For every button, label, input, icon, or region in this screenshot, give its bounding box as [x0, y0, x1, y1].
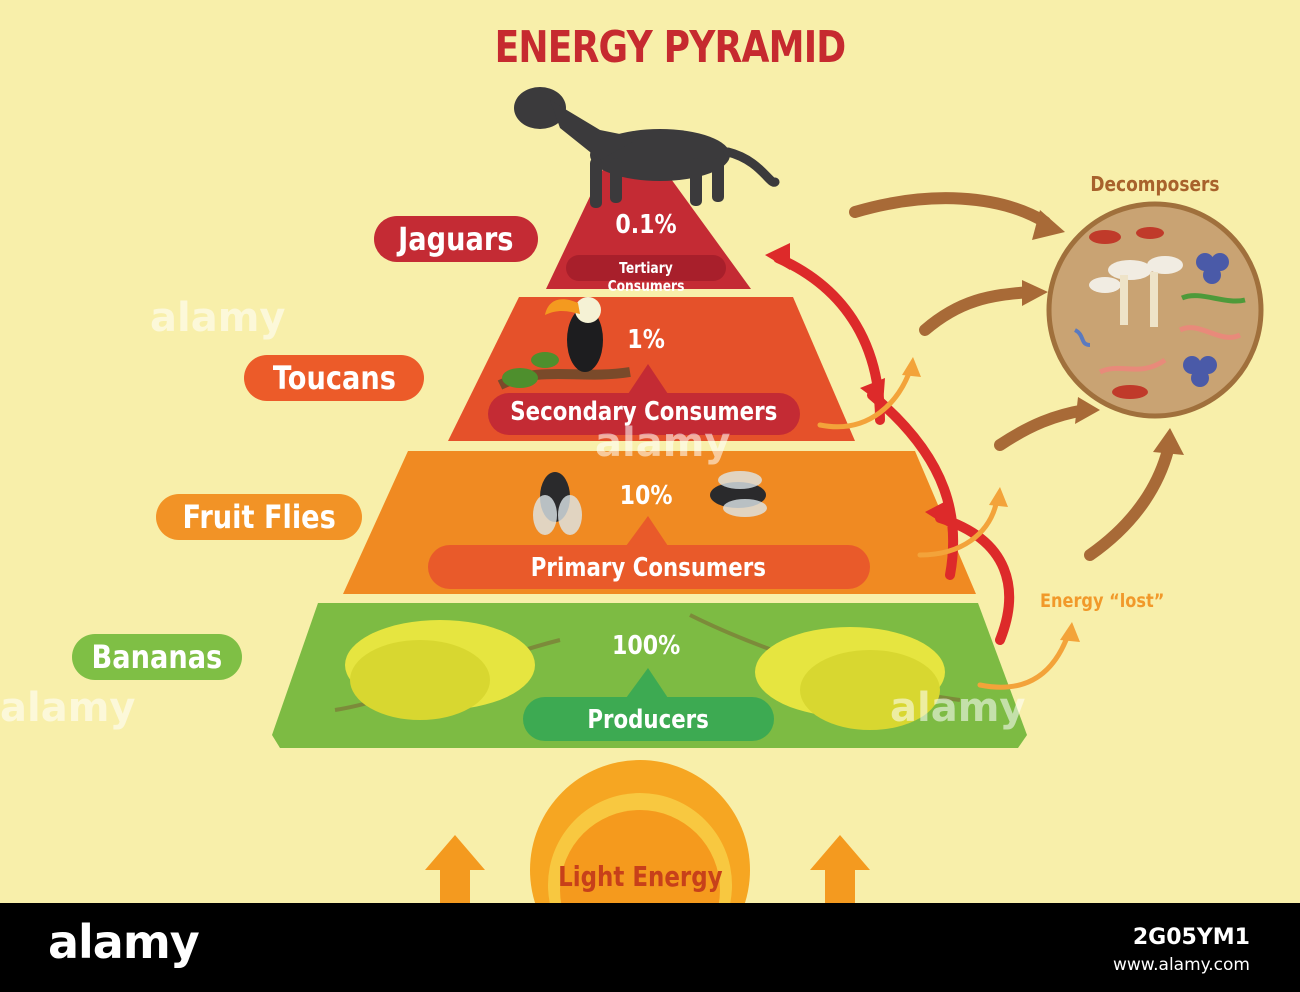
diagram-title: ENERGY PYRAMID	[494, 22, 847, 73]
stock-site-url: www.alamy.com	[1112, 955, 1250, 975]
light-arrow-left	[425, 835, 485, 903]
fly-illustration-2	[710, 471, 767, 517]
flow-arrowhead-1	[925, 500, 950, 528]
energy-lost-arrows	[817, 367, 1071, 690]
watermark-text: alamy	[890, 685, 1026, 731]
stock-image-id: 2G05YM1	[1132, 925, 1250, 950]
decomposer-arrows	[849, 192, 1174, 561]
level-primary: Primary Consumers	[530, 553, 766, 583]
watermark-text: alamy	[150, 295, 286, 341]
light-energy-label: Light Energy	[557, 860, 723, 893]
label-toucans: Toucans	[244, 355, 424, 401]
percent-secondary: 1%	[627, 325, 665, 355]
flow-arrowhead-3	[765, 243, 790, 270]
banner-primary	[428, 545, 870, 589]
label-jaguars: Jaguars	[374, 216, 538, 262]
banner-secondary	[488, 393, 800, 435]
percent-tertiary: 0.1%	[615, 210, 677, 240]
banner-producers	[523, 697, 774, 741]
decomposers-illustration	[1046, 201, 1264, 419]
level-tertiary: Tertiary Consumers	[607, 259, 685, 295]
banana-bunch-left	[334, 620, 561, 720]
fly-illustration-1	[533, 472, 582, 535]
label-fruit-flies: Fruit Flies	[156, 494, 362, 540]
energy-lost-label: Energy “lost”	[1039, 590, 1165, 612]
level-producers: Producers	[587, 705, 710, 735]
decomposers-label: Decomposers	[1090, 172, 1220, 196]
label-bananas: Bananas	[72, 634, 242, 680]
jaguar-illustration	[514, 87, 780, 208]
toucan-illustration	[497, 297, 631, 390]
light-arrow-right	[810, 835, 870, 903]
banana-bunch-right	[689, 613, 961, 730]
banner-tertiary	[566, 255, 726, 281]
stock-footer: alamy 2G05YM1 www.alamy.com	[0, 903, 1300, 992]
percent-primary: 10%	[619, 481, 673, 511]
watermark-text: alamy	[0, 685, 136, 731]
watermark-text: alamy	[595, 420, 731, 466]
level-secondary: Secondary Consumers	[510, 397, 778, 427]
percent-producers: 100%	[611, 631, 681, 661]
flow-arrowhead-2	[860, 378, 885, 405]
stock-brand-logo: alamy	[48, 915, 200, 969]
